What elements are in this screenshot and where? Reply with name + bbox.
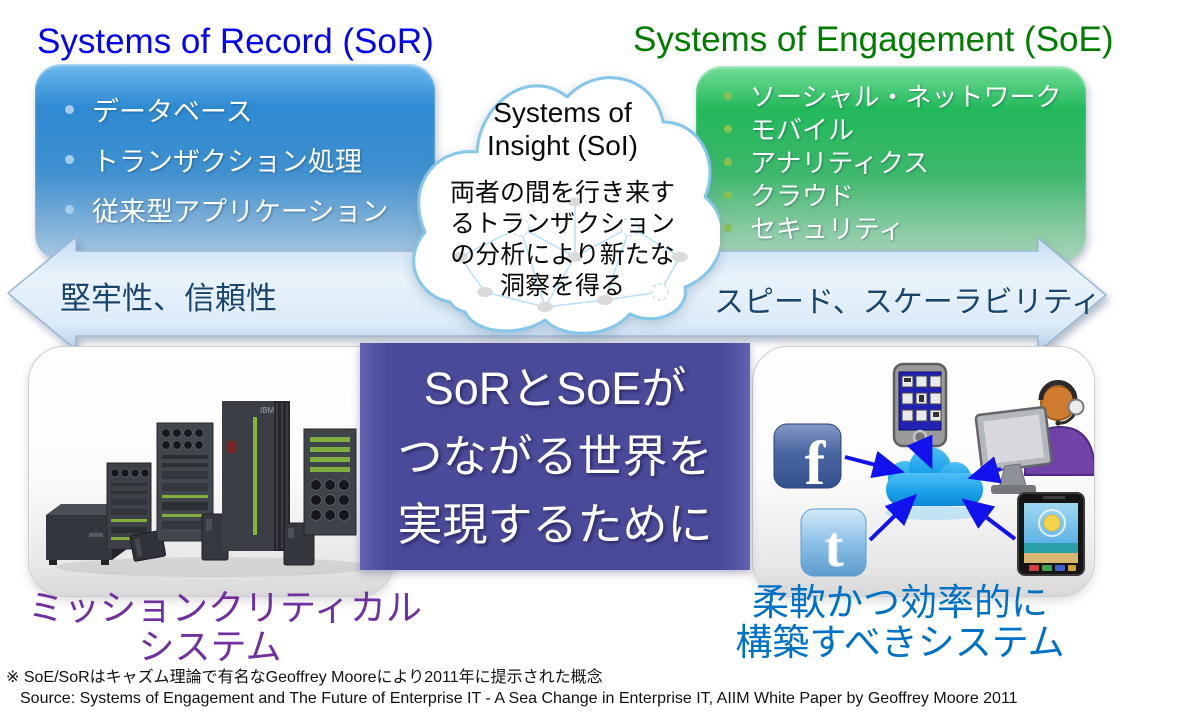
twitter-icon: t [800, 508, 867, 580]
sor-title: Systems of Record (SoR) [37, 22, 434, 61]
footnote-source: Source: Systems of Engagement and The Fu… [20, 690, 1018, 707]
connector-arrows-icon [844, 434, 1017, 542]
bullet-dot-icon [724, 223, 732, 232]
bullet-dot-icon [65, 204, 74, 214]
center-message-box: SoRとSoEが つながる世界を 実現するために [360, 343, 750, 570]
soe-title: Systems of Engagement (SoE) [633, 20, 1114, 59]
svg-text:t: t [824, 514, 844, 579]
insight-desc-line: 両者の間を行き来す [449, 179, 675, 207]
sor-item-label: データベース [92, 96, 253, 127]
center-message-line2: つながる世界を [397, 431, 713, 482]
caption-line: システム [138, 626, 282, 667]
bullet-dot-icon [724, 190, 732, 199]
insight-title-line2: Insight (SoI) [487, 130, 638, 161]
soe-item-label: モバイル [750, 115, 855, 145]
caption-line: ミッションクリティカル [28, 587, 422, 628]
soe-item-label: ソーシャル・ネットワーク [750, 82, 1062, 112]
facebook-icon: f [773, 423, 842, 498]
soe-box: ソーシャル・ネットワーク モバイル アナリティクス クラウド セキュリティ [696, 66, 1086, 262]
sor-box: データベース トランザクション処理 従来型アプリケーション [35, 64, 435, 260]
bullet-dot-icon [65, 104, 74, 114]
arrow-right-label: スピード、スケーラビリティ [714, 286, 1101, 319]
soe-item: モバイル [724, 112, 1086, 145]
soe-devices-panel: f t [752, 346, 1097, 597]
caption-line: 柔軟かつ効率的に [752, 582, 1048, 623]
soe-devices-illustration: f t [773, 362, 1097, 580]
sor-item: トランザクション処理 [65, 134, 435, 184]
sor-item: 従来型アプリケーション [65, 184, 435, 234]
sor-item-label: 従来型アプリケーション [92, 196, 389, 227]
bullet-dot-icon [65, 154, 74, 164]
soe-item: アナリティクス [724, 145, 1086, 178]
insight-title-line1: Systems of [493, 97, 632, 128]
soe-item: クラウド [724, 178, 1086, 211]
soe-item: セキュリティ [724, 211, 1086, 244]
svg-text:IBM: IBM [260, 406, 275, 415]
soe-list: ソーシャル・ネットワーク モバイル アナリティクス クラウド セキュリティ [696, 66, 1086, 244]
arrow-left-label: 堅牢性、信頼性 [60, 281, 277, 316]
mission-critical-caption: ミッションクリティカル システム [28, 587, 422, 667]
sor-item-label: トランザクション処理 [92, 146, 362, 177]
footnote-note: ※ SoE/SoRはキャズム理論で有名なGeoffrey Mooreにより201… [6, 669, 603, 686]
smartphone-icon [892, 362, 948, 448]
center-message-line1: SoRとSoEが [423, 363, 687, 414]
bullet-dot-icon [724, 157, 732, 166]
bullet-dot-icon [724, 124, 732, 133]
insight-title: Systems of Insight (SoI) [405, 96, 720, 162]
sor-item: データベース [65, 84, 435, 134]
tablet-icon [1017, 492, 1085, 576]
center-message-line3: 実現するために [397, 499, 713, 550]
flexible-systems-caption: 柔軟かつ効率的に 構築すべきシステム [700, 583, 1100, 663]
center-message: SoRとSoEが つながる世界を 実現するために [360, 343, 750, 559]
sor-list: データベース トランザクション処理 従来型アプリケーション [35, 64, 435, 234]
soe-item-label: アナリティクス [750, 148, 930, 178]
soe-item: ソーシャル・ネットワーク [724, 79, 1086, 112]
call-center-agent-icon [974, 380, 1097, 494]
server-cluster-icon: IBM [46, 401, 372, 577]
soe-item-label: セキュリティ [750, 214, 905, 244]
footnote: ※ SoE/SoRはキャズム理論で有名なGeoffrey Mooreにより201… [6, 667, 1018, 709]
svg-text:f: f [805, 430, 827, 498]
soe-item-label: クラウド [750, 181, 855, 211]
bullet-dot-icon [724, 91, 732, 100]
servers-panel: IBM [28, 346, 394, 597]
caption-line: 構築すべきシステム [735, 622, 1065, 663]
